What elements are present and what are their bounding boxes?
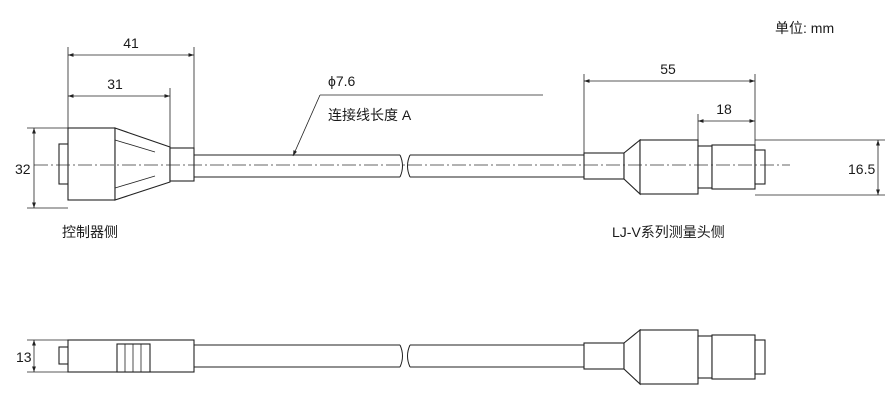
controller-connector-side: [58, 339, 195, 373]
cable-right: [410, 154, 584, 178]
dim-18-label: 18: [716, 101, 732, 117]
head-connector-side: [583, 328, 766, 386]
dim-55: 55: [583, 61, 756, 153]
dim-16-5-label: 16.5: [848, 161, 875, 177]
dim-13-label: 13: [16, 349, 32, 365]
cable-side-right: [410, 344, 584, 368]
top-view: 41 31 32 ϕ7.6 连接线长度 A 55: [15, 35, 885, 240]
cable-length-label: 连接线长度 A: [328, 107, 412, 123]
dim-16-5: 16.5: [755, 139, 885, 196]
dim-32: 32: [15, 127, 68, 209]
dim-32-label: 32: [15, 161, 31, 177]
cable-left: [194, 154, 411, 178]
dim-13: 13: [16, 339, 68, 373]
head-connector: [583, 138, 766, 196]
cable-diameter-label: ϕ7.6: [328, 73, 356, 89]
controller-side-label: 控制器侧: [62, 224, 118, 240]
head-side-label: LJ-V系列测量头侧: [612, 224, 725, 240]
dim-31: 31: [68, 76, 171, 147]
dim-41-label: 41: [123, 35, 139, 51]
cable-callout: ϕ7.6 连接线长度 A: [292, 73, 543, 157]
dim-31-label: 31: [107, 76, 123, 92]
dim-18: 18: [697, 101, 755, 146]
controller-connector: [58, 127, 195, 201]
dim-41: 41: [67, 35, 195, 148]
unit-label: 单位: mm: [775, 20, 834, 36]
cable-side-left: [194, 344, 411, 368]
dim-55-label: 55: [660, 61, 676, 77]
side-view: 13: [16, 328, 766, 386]
